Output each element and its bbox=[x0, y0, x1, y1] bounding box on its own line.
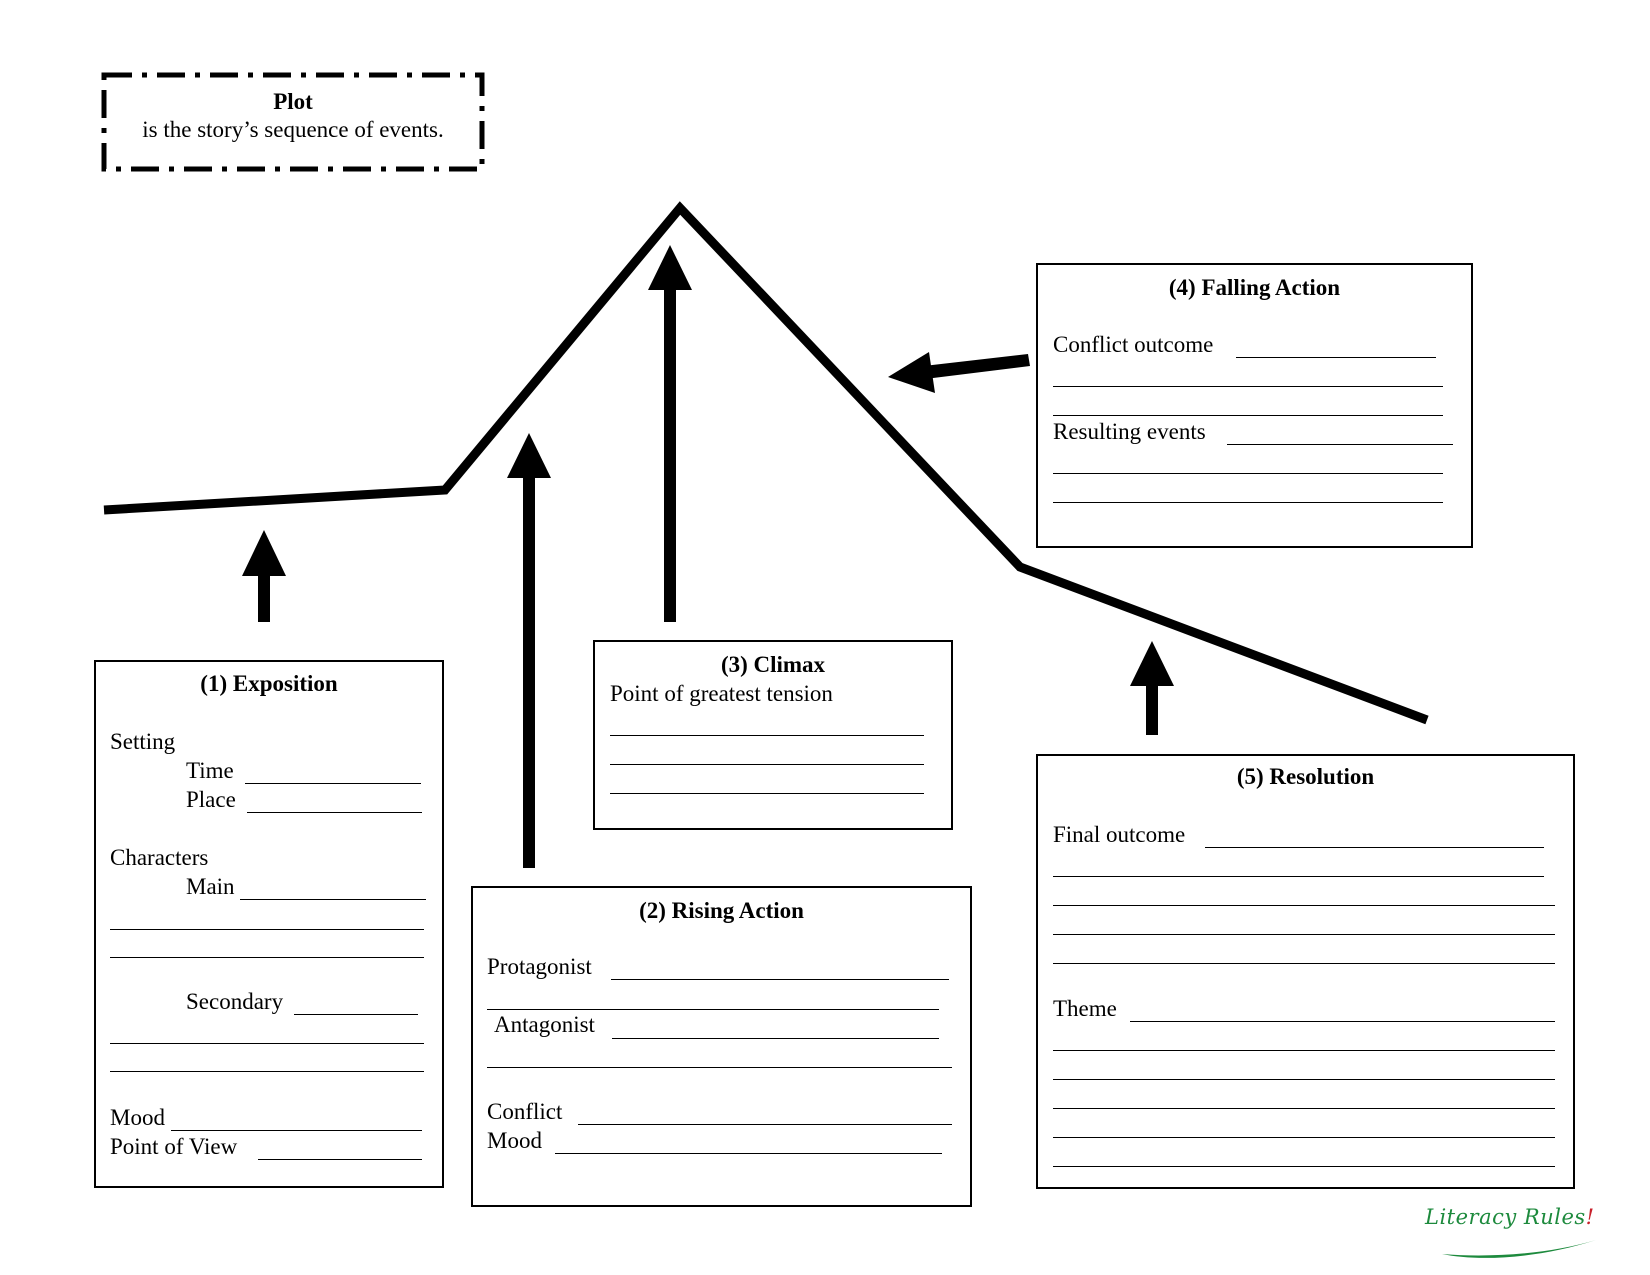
exposition-time-label: Time bbox=[186, 758, 234, 783]
exposition-mood-label: Mood bbox=[110, 1105, 165, 1130]
rising-action-antagonist-field[interactable] bbox=[612, 1038, 939, 1039]
logo-swoosh-icon bbox=[1442, 1240, 1596, 1258]
exposition-main-field-line-3[interactable] bbox=[110, 957, 424, 958]
exposition-pov-field[interactable] bbox=[258, 1159, 422, 1160]
exposition-main-field[interactable] bbox=[240, 899, 426, 900]
resolution-theme-line-2[interactable] bbox=[1053, 1050, 1555, 1051]
climax-field-line-1[interactable] bbox=[610, 735, 924, 736]
climax-field-line-3[interactable] bbox=[610, 793, 924, 794]
falling-action-resulting-events-line-3[interactable] bbox=[1053, 502, 1443, 503]
exposition-place-label: Place bbox=[186, 787, 236, 812]
resolution-final-outcome-line-4[interactable] bbox=[1053, 934, 1555, 935]
falling-action-title: (4) Falling Action bbox=[1168, 275, 1341, 300]
rising-action-antagonist-label: Antagonist bbox=[494, 1012, 595, 1037]
falling-action-conflict-outcome-label: Conflict outcome bbox=[1053, 332, 1214, 357]
resolution-theme-line-4[interactable] bbox=[1053, 1108, 1555, 1109]
resolution-theme-label: Theme bbox=[1053, 996, 1117, 1021]
resolution-final-outcome-label: Final outcome bbox=[1053, 822, 1186, 847]
falling-action-resulting-events-line-2[interactable] bbox=[1053, 473, 1443, 474]
resolution-final-outcome-line-2[interactable] bbox=[1053, 876, 1544, 877]
exposition-secondary-field-line-3[interactable] bbox=[110, 1071, 424, 1072]
exposition-time-field[interactable] bbox=[245, 783, 421, 784]
climax-field-line-2[interactable] bbox=[610, 764, 924, 765]
logo-exclamation: ! bbox=[1585, 1205, 1595, 1229]
definition-title: Plot bbox=[273, 89, 313, 114]
rising-action-title: (2) Rising Action bbox=[639, 898, 804, 923]
resolution-theme-field[interactable] bbox=[1130, 1021, 1555, 1022]
rising-action-mood-label: Mood bbox=[487, 1128, 542, 1153]
exposition-secondary-field-line-2[interactable] bbox=[110, 1043, 424, 1044]
resolution-theme-line-6[interactable] bbox=[1053, 1166, 1555, 1167]
definition-box-border bbox=[101, 72, 485, 172]
rising-action-protagonist-label: Protagonist bbox=[487, 954, 592, 979]
falling-action-arrow bbox=[888, 352, 1030, 393]
rising-action-protagonist-field[interactable] bbox=[611, 979, 949, 980]
climax-arrow bbox=[648, 245, 692, 622]
resolution-final-outcome-line-3[interactable] bbox=[1053, 905, 1555, 906]
falling-action-conflict-outcome-line-3[interactable] bbox=[1053, 415, 1443, 416]
falling-action-resulting-events-field[interactable] bbox=[1227, 444, 1453, 445]
definition-text: is the story’s sequence of events. bbox=[142, 117, 444, 142]
rising-action-protagonist-field-line-2[interactable] bbox=[487, 1009, 939, 1010]
exposition-secondary-label: Secondary bbox=[186, 989, 284, 1014]
climax-subtitle: Point of greatest tension bbox=[610, 681, 833, 706]
resolution-final-outcome-field[interactable] bbox=[1205, 847, 1544, 848]
resolution-arrow bbox=[1130, 641, 1174, 735]
resolution-final-outcome-line-5[interactable] bbox=[1053, 963, 1555, 964]
exposition-main-field-line-2[interactable] bbox=[110, 929, 424, 930]
falling-action-box bbox=[1036, 263, 1473, 548]
falling-action-conflict-outcome-line-2[interactable] bbox=[1053, 386, 1443, 387]
logo-text: Literacy Rules bbox=[1425, 1205, 1586, 1229]
resolution-theme-line-3[interactable] bbox=[1053, 1079, 1555, 1080]
exposition-place-field[interactable] bbox=[247, 812, 422, 813]
rising-action-arrow bbox=[507, 433, 551, 868]
exposition-pov-label: Point of View bbox=[110, 1134, 238, 1159]
rising-action-conflict-label: Conflict bbox=[487, 1099, 563, 1124]
falling-action-resulting-events-label: Resulting events bbox=[1053, 419, 1206, 444]
resolution-theme-line-5[interactable] bbox=[1053, 1137, 1555, 1138]
literacy-rules-logo: Literacy Rules! bbox=[1425, 1205, 1595, 1229]
falling-action-conflict-outcome-field[interactable] bbox=[1236, 357, 1436, 358]
resolution-title: (5) Resolution bbox=[1236, 764, 1375, 789]
climax-box bbox=[593, 640, 953, 830]
exposition-mood-field[interactable] bbox=[171, 1130, 422, 1131]
exposition-characters-label: Characters bbox=[110, 845, 209, 870]
rising-action-box bbox=[471, 886, 972, 1207]
resolution-box bbox=[1036, 754, 1575, 1189]
rising-action-antagonist-field-line-2[interactable] bbox=[487, 1067, 952, 1068]
exposition-main-label: Main bbox=[186, 874, 235, 899]
exposition-title: (1) Exposition bbox=[200, 671, 338, 696]
exposition-setting-label: Setting bbox=[110, 729, 176, 754]
rising-action-conflict-field[interactable] bbox=[578, 1124, 952, 1125]
rising-action-mood-field[interactable] bbox=[555, 1153, 942, 1154]
exposition-arrow bbox=[242, 530, 286, 622]
plot-line bbox=[103, 201, 1429, 725]
exposition-box bbox=[94, 660, 444, 1188]
exposition-secondary-field[interactable] bbox=[294, 1014, 418, 1015]
climax-title: (3) Climax bbox=[720, 652, 826, 677]
